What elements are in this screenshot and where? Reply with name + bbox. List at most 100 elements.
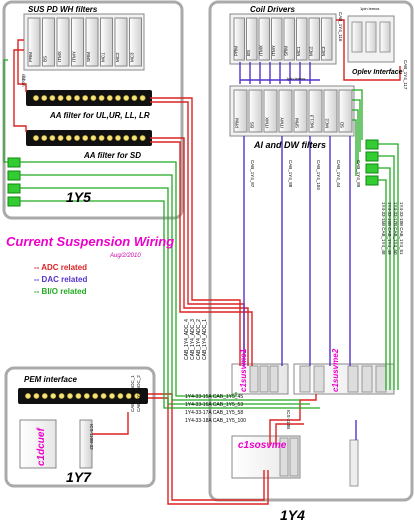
connector-pin <box>109 393 115 399</box>
c1sosvme-label: c1sosvme <box>238 440 287 451</box>
connector-pin <box>74 95 80 101</box>
aa-filter-ul <box>26 90 152 106</box>
connector-pin <box>57 95 64 101</box>
cable-b100: 1Y4-33-18A CAB_1Y5_100 <box>185 418 246 424</box>
ai-dw-slot-label: MC1,3 <box>310 114 315 128</box>
connector-pin <box>117 393 124 399</box>
bio-connectors-1y4 <box>365 139 379 186</box>
aa-filter-sd <box>26 130 152 146</box>
connector-pin <box>33 393 40 399</box>
connector-pin <box>106 95 113 101</box>
c1dcuef-crate <box>19 419 93 469</box>
rack-1y4-label: 1Y4 <box>280 507 305 523</box>
dac-wires <box>239 62 357 440</box>
c1sosvme-crate <box>231 435 359 487</box>
cable-c44: CAB_1Y4_44 <box>336 160 341 188</box>
bio-wires <box>3 59 399 409</box>
cable-c87: CAB_1Y4_87 <box>250 160 255 188</box>
coil-slot-label: BS <box>246 50 251 56</box>
legend-date: Aug/2/2010 <box>109 253 141 259</box>
ics-label-b: ICS-110B <box>286 410 291 429</box>
c1susvme1-label: c1susvme1 <box>239 348 248 392</box>
connector-pin <box>100 393 107 399</box>
coil-slot <box>233 17 245 61</box>
legend-dac: -- DAC related <box>34 275 87 284</box>
ai-dw-slot <box>308 89 323 133</box>
sus-pd-slot <box>42 17 55 67</box>
connector-pin <box>131 135 138 141</box>
coil-slot-label: MC1 <box>296 46 301 56</box>
cable-adc-2: CAB_1Y4_ADC_2 <box>196 319 202 360</box>
ai-dw-slot-label: ITMY <box>280 117 285 128</box>
cable-r1: 1Y4-33-15B CAB_1Y4_48 <box>381 202 386 255</box>
connector-pin <box>115 135 121 141</box>
connector-pin <box>57 135 64 141</box>
ribbon-label: ribbon <box>21 74 26 87</box>
connector-pin <box>139 135 146 141</box>
legend-title: Current Suspension Wiring <box>6 234 174 249</box>
ai-dw-slot <box>338 89 353 133</box>
coil-slot <box>271 17 283 61</box>
c1susvme1-crate <box>231 363 289 395</box>
cable-adc-3: CAB_1Y4_ADC_3 <box>190 319 196 360</box>
connector-pin <box>75 393 82 399</box>
ai-dw-slot-label: SRM <box>295 118 300 128</box>
sus-pd-slot <box>71 17 84 67</box>
cable-adc-4: CAB_1Y4_ADC_4 <box>184 319 190 360</box>
coil-slot-label: MC3 <box>321 46 326 56</box>
cable-b53: 1Y4-33-16A CAB_1Y5_53 <box>185 402 243 408</box>
connector-pin <box>65 95 72 101</box>
connector-pin <box>25 393 31 399</box>
latches-label-1: 1pin lemos <box>360 6 379 11</box>
connector-pin <box>98 135 105 141</box>
latches-label-2: 1pin lemos <box>286 76 305 81</box>
connector-pin <box>125 393 132 399</box>
coil-slot <box>296 17 308 61</box>
rack-1y7-frame <box>4 366 156 488</box>
cable-pem-2: CAB_1Y7_ADC_2 <box>136 375 141 412</box>
pem-title: PEM interface <box>24 375 77 384</box>
connector-pin <box>90 95 97 101</box>
ai-dw-slot <box>323 89 338 133</box>
connector-pin <box>139 95 146 101</box>
coil-slot-label: ITMX <box>258 45 263 56</box>
aa-ul-label: AA filter for UL,UR, LL, LR <box>49 111 150 120</box>
connector-pin <box>134 393 141 399</box>
ai-dw-slot-label: PRM <box>235 118 240 128</box>
sus-pd-slot-label: SRM <box>86 52 91 62</box>
ai-dw-title: AI and DW filters <box>253 140 326 150</box>
coil-slot <box>246 17 258 61</box>
ai-dw-slot <box>278 89 293 133</box>
rack-1y5-label: 1Y5 <box>66 189 91 205</box>
aa-sd-label: AA filter for SD <box>83 151 141 160</box>
connector-pin <box>123 95 130 101</box>
sus-pd-slot <box>129 17 142 67</box>
connector-pin <box>67 393 73 399</box>
connector-pin <box>41 135 48 141</box>
coil-slot-label: MC2 <box>308 46 313 56</box>
cable-c117: CAB_1Y4_117 <box>403 60 408 90</box>
connector-pin <box>49 95 56 101</box>
connector-pin <box>98 95 105 101</box>
cable-c88: CAB_1Y4_88 <box>288 160 293 188</box>
sus-pd-slot <box>100 17 113 67</box>
sus-pd-slot-label: ITMY <box>72 51 77 62</box>
coil-slot-label: PRM <box>233 46 238 56</box>
connector-pin <box>92 393 99 399</box>
sus-pd-slot-label: MC2 <box>115 52 120 62</box>
cable-r4: 1Y4-33-18B CAB_1Y4_51 <box>399 202 404 255</box>
c1dcuef-label: c1dcuef <box>36 427 47 466</box>
connector-pin <box>131 95 138 101</box>
sus-pd-slot-label: MC1 <box>101 52 106 62</box>
sus-pd-title: SUS PD WH filters <box>28 5 98 14</box>
connector-pin <box>58 393 65 399</box>
rack-1y7-label: 1Y7 <box>66 469 92 485</box>
cable-b58: 1Y4-33-17A CAB_1Y5_58 <box>185 410 243 416</box>
connector-pin <box>106 135 113 141</box>
ai-dw-slot <box>293 89 308 133</box>
connector-pin <box>41 95 48 101</box>
ai-dw-slot <box>233 89 248 133</box>
